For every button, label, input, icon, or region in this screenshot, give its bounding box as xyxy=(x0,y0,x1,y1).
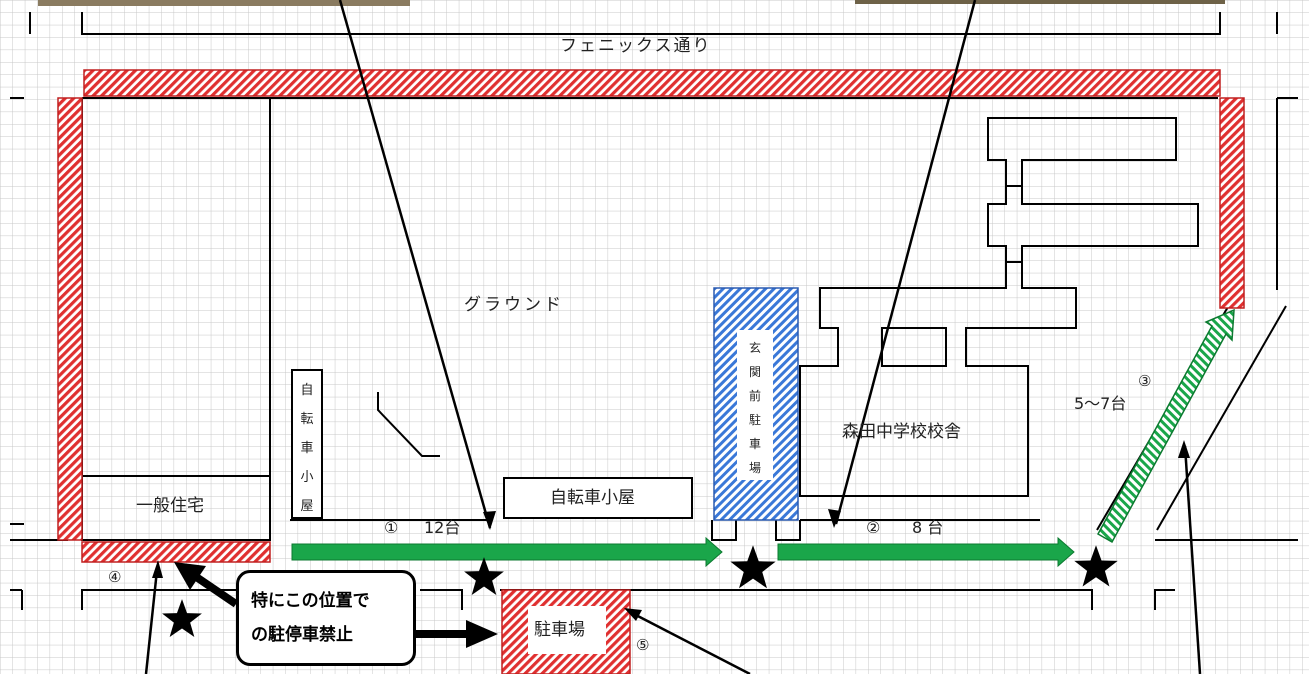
fence-line xyxy=(377,392,440,457)
ground-label: グラウンド xyxy=(464,295,564,315)
no-parking-right xyxy=(1219,97,1245,309)
capacity-3: 5〜7台 xyxy=(1074,394,1127,413)
school-label: 森田中学校校舎 xyxy=(842,422,961,442)
no-parking-left xyxy=(57,97,83,541)
notice-line-1: 特にこの位置で xyxy=(251,591,370,611)
street-label: フェニックス通り xyxy=(560,36,712,56)
bike-shed-vertical-label: 自 転 車 小 屋 xyxy=(300,383,314,514)
capacity-2: 8 台 xyxy=(912,518,944,537)
notice-arrows xyxy=(174,562,498,648)
photo-pointer-lines xyxy=(144,0,1202,674)
entrance-parking-label-bg xyxy=(737,330,773,480)
marker-2: ② xyxy=(866,518,881,537)
no-parking-bottom-4 xyxy=(81,541,271,563)
marker-4: ④ xyxy=(108,568,122,586)
route-arrow-1 xyxy=(291,536,723,568)
parking-lot-label-bg xyxy=(528,606,606,654)
photo-fragment-left xyxy=(38,0,410,6)
notice-line-2: の駐停車禁止 xyxy=(251,625,353,645)
pointer-arrowheads xyxy=(152,440,1190,621)
route-arrow-3 xyxy=(1096,308,1235,544)
no-parking-top xyxy=(83,69,1221,97)
photo-fragment-right xyxy=(855,0,1225,4)
marker-3: ③ xyxy=(1138,372,1152,390)
capacity-1: 12台 xyxy=(424,518,461,537)
entrance-parking-label: 玄 関 前 駐 車 場 xyxy=(748,341,761,475)
route-arrow-2 xyxy=(777,536,1075,568)
bike-shed-main-label: 自転車小屋 xyxy=(550,488,635,508)
marker-5: ⑤ xyxy=(636,636,650,654)
bike-shed-main-box xyxy=(503,477,693,519)
bike-shed-vertical-box xyxy=(291,369,323,519)
no-stopping-notice: 特にこの位置で の駐停車禁止 xyxy=(236,570,416,666)
marker-1: ① xyxy=(384,518,399,537)
housing-label: 一般住宅 xyxy=(136,496,204,516)
road-outlines xyxy=(10,12,1298,610)
parking-lot-label: 駐車場 xyxy=(534,620,585,640)
